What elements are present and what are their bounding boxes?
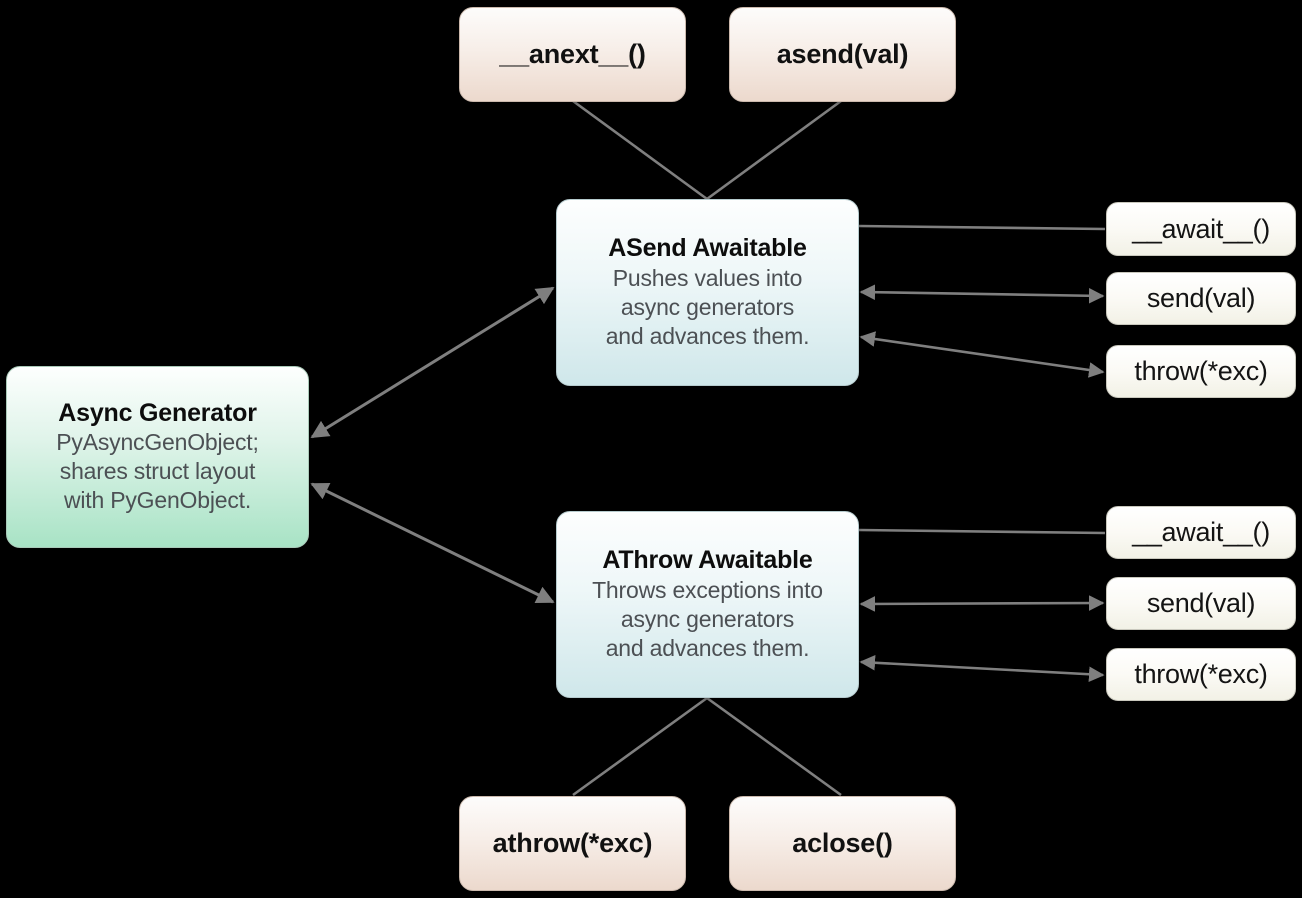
node-athrow-api-await[interactable]: __await__() [1106, 506, 1296, 559]
edge-asend-send [859, 284, 1105, 304]
node-description: PyAsyncGenObject; shares struct layout w… [56, 429, 259, 514]
node-description: Pushes values into async generators and … [605, 264, 810, 349]
node-aclose-method[interactable]: aclose() [729, 796, 956, 891]
edge-athrow-throw [859, 654, 1105, 683]
node-label: send(val) [1146, 588, 1256, 618]
node-athrow-awaitable[interactable]: AThrow Awaitable Throws exceptions into … [556, 511, 859, 698]
node-heading: AThrow Awaitable [602, 546, 813, 575]
node-async-generator[interactable]: Async Generator PyAsyncGenObject; shares… [6, 366, 309, 548]
node-label: athrow(*exc) [492, 828, 653, 858]
node-label: throw(*exc) [1134, 356, 1268, 386]
node-asend-api-send[interactable]: send(val) [1106, 272, 1296, 325]
edge-root-asend [310, 286, 555, 439]
edge-aclose-to-athrow [706, 696, 842, 797]
node-label: asend(val) [776, 39, 909, 69]
node-heading: ASend Awaitable [608, 234, 807, 263]
node-asend-api-throw[interactable]: throw(*exc) [1106, 345, 1296, 398]
node-asend-method[interactable]: asend(val) [729, 7, 956, 102]
node-label: throw(*exc) [1134, 659, 1268, 689]
node-label: send(val) [1146, 283, 1256, 313]
node-description: Throws exceptions into async generators … [592, 576, 823, 661]
edge-athrow-await [858, 528, 1106, 535]
node-label: __anext__() [499, 39, 646, 69]
edge-asend-await [858, 224, 1106, 231]
node-label: __await__() [1132, 213, 1270, 244]
edge-root-athrow [310, 482, 555, 604]
edge-asend-throw [859, 331, 1105, 378]
node-asend-awaitable[interactable]: ASend Awaitable Pushes values into async… [556, 199, 859, 386]
node-label: aclose() [792, 828, 893, 858]
edge-athrow-send [859, 595, 1105, 612]
node-label: __await__() [1132, 517, 1270, 547]
edge-asend-method-to-asend [706, 99, 842, 201]
node-asend-api-await[interactable]: __await__() [1106, 202, 1296, 256]
edge-anext-to-asend [572, 99, 708, 201]
edge-athrow-method-to-athrow [572, 696, 708, 797]
node-athrow-api-throw[interactable]: throw(*exc) [1106, 648, 1296, 701]
node-heading: Async Generator [58, 398, 257, 427]
node-athrow-method[interactable]: athrow(*exc) [459, 796, 686, 891]
node-athrow-api-send[interactable]: send(val) [1106, 577, 1296, 630]
node-anext-method[interactable]: __anext__() [459, 7, 686, 102]
